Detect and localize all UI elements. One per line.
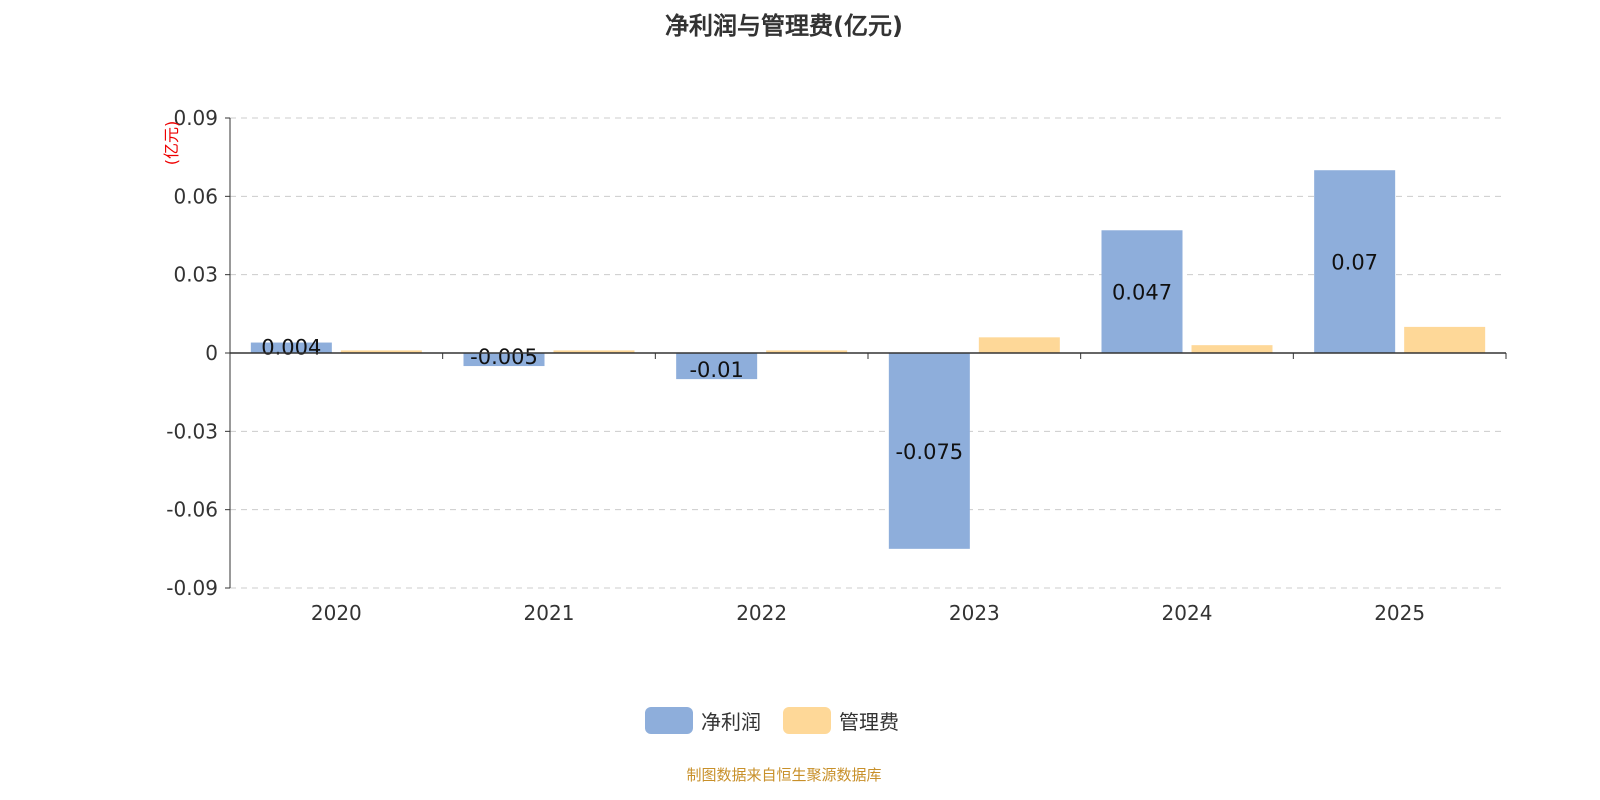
data-label: 0.004 xyxy=(261,336,321,360)
y-tick-label: -0.09 xyxy=(166,576,218,600)
bar-admin-expense-2025 xyxy=(1404,326,1486,353)
data-label: 0.07 xyxy=(1331,251,1378,275)
bar-admin-expense-2022 xyxy=(766,350,848,353)
y-tick-label: 0.03 xyxy=(173,263,218,287)
y-axis-label: (亿元) xyxy=(162,121,181,166)
data-label: -0.005 xyxy=(470,345,538,369)
data-label: -0.075 xyxy=(895,440,963,464)
data-label: -0.01 xyxy=(689,358,743,382)
x-tick-label: 2023 xyxy=(949,601,1000,625)
x-tick-label: 2020 xyxy=(311,601,362,625)
bar-net-profit-2022 xyxy=(676,353,758,380)
x-tick-label: 2022 xyxy=(736,601,787,625)
bar-net-profit-2020 xyxy=(250,342,332,353)
x-tick-label: 2021 xyxy=(524,601,575,625)
y-tick-label: -0.03 xyxy=(166,419,218,443)
data-label: 0.047 xyxy=(1112,281,1172,305)
bar-admin-expense-2021 xyxy=(553,350,635,353)
y-tick-label: -0.06 xyxy=(166,498,218,522)
x-tick-label: 2024 xyxy=(1162,601,1213,625)
legend-swatch xyxy=(783,707,831,734)
legend-label: 净利润 xyxy=(701,710,761,734)
bar-admin-expense-2023 xyxy=(978,337,1060,353)
bar-net-profit-2023 xyxy=(888,353,970,549)
bar-net-profit-2021 xyxy=(463,353,545,367)
legend: 净利润 管理费 xyxy=(645,706,921,735)
data-source: 制图数据来自恒生聚源数据库 xyxy=(686,766,882,784)
bar-net-profit-2024 xyxy=(1101,230,1183,353)
y-tick-label: 0 xyxy=(205,341,218,365)
bar-admin-expense-2024 xyxy=(1191,345,1273,353)
bar-admin-expense-2020 xyxy=(340,350,422,353)
legend-item-admin-expense[interactable]: 管理费 xyxy=(783,706,899,735)
legend-label: 管理费 xyxy=(839,710,899,734)
bar-net-profit-2025 xyxy=(1314,170,1396,353)
y-tick-label: 0.09 xyxy=(173,106,218,130)
chart-title: 净利润与管理费(亿元) xyxy=(665,12,903,40)
legend-item-net-profit[interactable]: 净利润 xyxy=(645,706,761,735)
legend-swatch xyxy=(645,707,693,734)
y-tick-label: 0.06 xyxy=(173,184,218,208)
x-tick-label: 2025 xyxy=(1374,601,1425,625)
